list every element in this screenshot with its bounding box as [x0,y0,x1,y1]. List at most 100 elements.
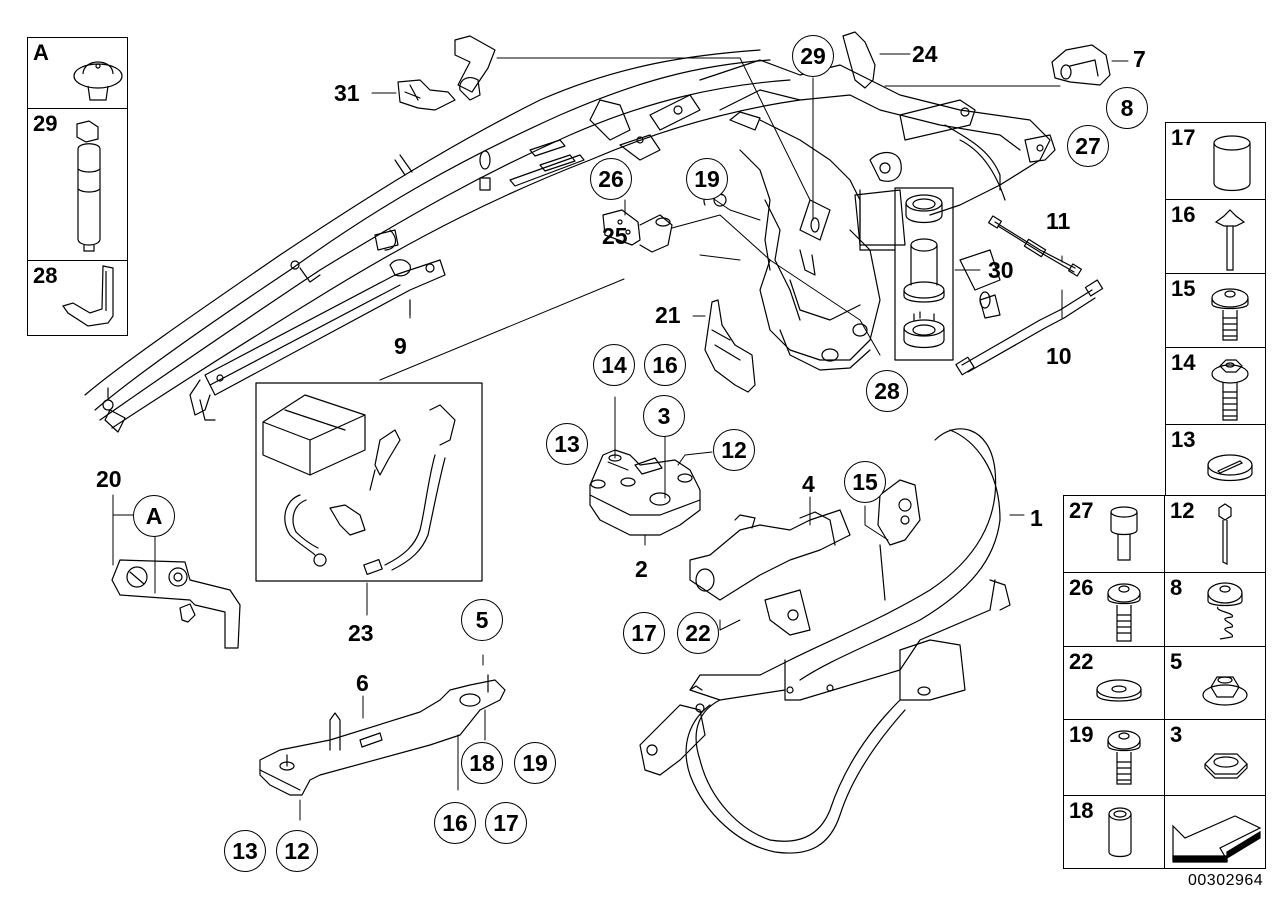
callout-1: 1 [1030,505,1043,531]
callout-30: 30 [988,257,1014,283]
legend-number: 13 [1171,427,1196,452]
legend-number: 8 [1170,575,1183,600]
hex-nut-icon [1204,753,1248,779]
legend-number: 27 [1069,498,1094,523]
callout-2: 2 [635,556,648,582]
document-number: 00302964 [1188,872,1264,889]
sleeve-icon [1213,135,1251,192]
legend-number: 19 [1069,722,1094,747]
washer-icon [1096,679,1142,702]
callout-14: 14 [593,344,635,386]
callout-6: 6 [356,670,369,696]
callout-27: 27 [1067,125,1109,167]
legend-cell-26: 26 [1063,572,1165,647]
legend-number: 28 [33,263,58,288]
cap-icon [1207,454,1253,482]
torx-screw-icon [1107,583,1141,642]
legend-cell-27: 27 [1063,495,1165,573]
callout-13: 13 [546,423,588,465]
legend-cell-3: 3 [1164,719,1266,796]
callout-A: A [133,495,175,537]
callout-12: 12 [713,429,755,471]
gas-strut-icon [76,120,101,252]
callout-16: 16 [644,344,686,386]
callout-3: 3 [643,395,685,437]
latch-part-4 [689,509,851,636]
legend-number: A [33,40,49,65]
legend-cell-29: 29 [27,108,128,261]
mount-block-part-2 [589,449,701,536]
bracket-part-25 [602,209,673,253]
inset-part-30 [859,187,954,361]
legend-number: 29 [33,111,58,136]
legend-cell-28: 28 [27,260,128,336]
legend-cell-12: 12 [1164,495,1266,573]
flange-screw-icon [1211,288,1249,341]
legend-cell-14: 14 [1165,347,1266,425]
callout-31: 31 [334,80,360,106]
callout-15: 15 [844,461,886,503]
legend-cell-19: 19 [1063,719,1165,796]
callout-8: 8 [1106,87,1148,129]
main-mechanism-housing [589,59,1056,371]
callout-7: 7 [1133,46,1146,72]
main-bow-part-1 [639,428,1011,854]
long-bolt-icon [1218,503,1232,565]
direction-arrow-icon [1172,815,1262,863]
legend-cell-18: 18 [1063,795,1165,869]
legend-number: 15 [1171,276,1196,301]
callout-13-b: 13 [224,830,266,872]
legend-cell-17: 17 [1165,122,1266,200]
legend-number: 5 [1170,649,1183,674]
legend-cell-5: 5 [1164,646,1266,720]
wing-screw-icon [1214,209,1246,271]
gas-strut-part-11 [988,215,1082,277]
flange-screw-icon [1107,730,1141,785]
legend-number: 16 [1171,202,1196,227]
callout-17: 17 [623,612,665,654]
callout-21: 21 [655,302,681,328]
callout-25: 25 [602,223,628,249]
callout-18: 18 [461,742,503,784]
legend-cell-arrow [1164,795,1266,869]
legend-number: 14 [1171,350,1196,375]
callout-10: 10 [1046,343,1072,369]
hex-flange-screw-icon [1211,359,1249,421]
callout-11: 11 [1046,208,1071,234]
legend-number: 22 [1069,649,1094,674]
callout-17-b: 17 [485,802,527,844]
callout-20: 20 [96,466,122,492]
legend-cell-13: 13 [1165,424,1266,496]
support-bar-part-6 [259,674,506,796]
callout-5: 5 [461,599,503,641]
legend-cell-22: 22 [1063,646,1165,720]
callout-22: 22 [677,612,719,654]
bracket-clip-icon [62,265,114,327]
callout-4: 4 [802,471,815,497]
collar-nut-icon [1202,676,1248,706]
legend-number: 3 [1170,722,1183,747]
legend-number: 17 [1171,125,1196,150]
inset-part-23 [255,382,483,582]
bracket-part-21 [704,299,756,393]
bracket-part-24 [842,31,876,89]
legend-number: 26 [1069,575,1094,600]
callout-19: 19 [686,158,728,200]
legend-cell-16: 16 [1165,199,1266,274]
callout-24: 24 [912,41,938,67]
callout-19-b: 19 [514,742,556,784]
callout-26: 26 [590,158,632,200]
legend-number: 12 [1170,498,1195,523]
callout-28: 28 [866,370,908,412]
leader-lines [112,53,1129,821]
legend-cell-A: A [27,37,128,109]
legend-number: 18 [1069,798,1094,823]
callout-16-b: 16 [434,802,476,844]
bracket-part-7 [1051,44,1111,86]
self-tapping-screw-icon [1207,582,1243,640]
top-frame-rail [84,49,801,433]
callout-12-b: 12 [276,830,318,872]
bracket-part-20 [111,559,241,649]
